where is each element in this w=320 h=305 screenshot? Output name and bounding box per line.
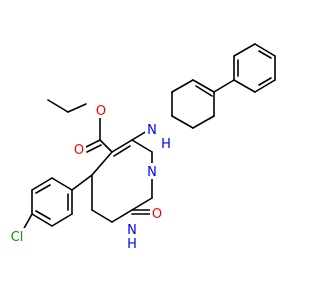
nh-upper-h-label: H xyxy=(161,137,171,152)
atom-labels: O O N H N O N H Cl xyxy=(6,102,171,252)
ether-o-label: O xyxy=(96,104,106,119)
phenyl-ring xyxy=(233,43,276,93)
molecule-diagram: O O N H N O N H Cl xyxy=(6,43,276,252)
nh-lower-h-label: H xyxy=(127,237,137,252)
urea-o-label: O xyxy=(152,207,162,222)
chlorophenyl-ring xyxy=(21,177,73,233)
carbonyl-o-label: O xyxy=(74,143,84,158)
ethyl-ester xyxy=(47,99,113,153)
amine-n-label: N xyxy=(147,123,157,138)
dihydropyrimidinone-ring xyxy=(91,139,153,223)
chlorine-label: Cl xyxy=(11,230,24,245)
nh-lower-n-label: N xyxy=(127,223,137,238)
structure-svg: O O N H N O N H Cl xyxy=(6,43,276,252)
c4-aryl-bond xyxy=(71,174,93,191)
tetrahydropyridine-ring xyxy=(171,79,235,129)
nh-upper-n-label: N xyxy=(147,165,157,180)
